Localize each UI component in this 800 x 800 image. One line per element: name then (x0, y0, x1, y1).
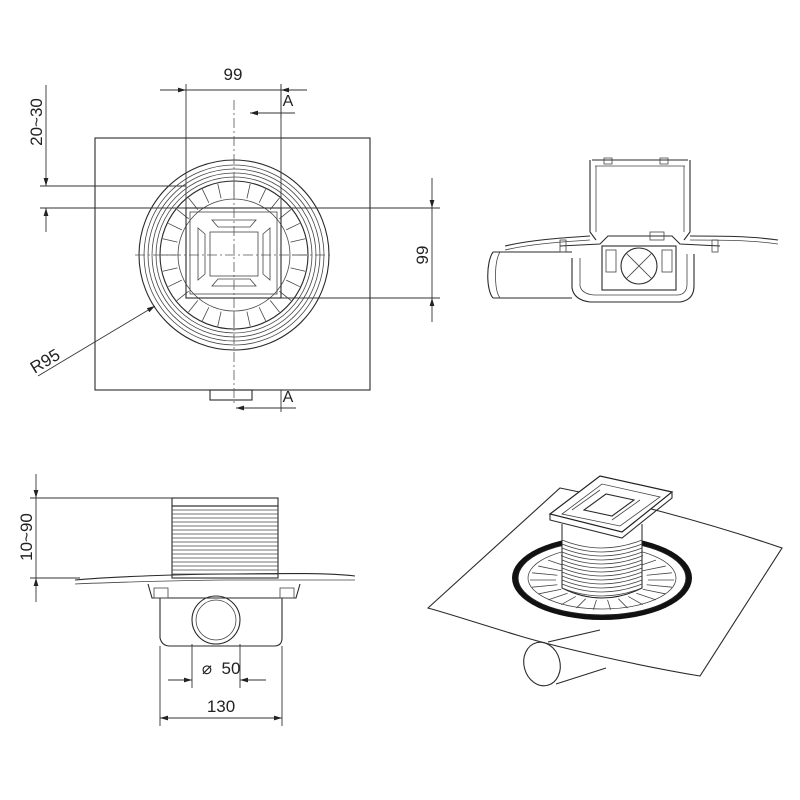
thread (561, 543, 643, 553)
thread (561, 571, 643, 581)
rib (168, 279, 182, 288)
dim-radius-r95: R95 (27, 345, 64, 377)
thread (561, 551, 643, 561)
outlet-pipe (191, 595, 241, 645)
front-view: 10~90 ⌀ 50 130 (17, 474, 356, 726)
rib (286, 279, 300, 288)
rib (642, 565, 666, 572)
rib (547, 592, 568, 601)
isometric-view (426, 475, 783, 687)
outlet-stub (209, 389, 253, 401)
thread (561, 579, 643, 589)
rib (538, 565, 562, 572)
rib (642, 588, 666, 595)
dim-width-130: 130 (207, 697, 235, 716)
rib (286, 222, 300, 231)
rib (607, 599, 612, 610)
thread (561, 555, 643, 565)
rib (627, 596, 644, 606)
thread (561, 587, 643, 597)
top-view: 99 A 20~30 99 R95 A (27, 65, 440, 412)
section-view (487, 157, 779, 303)
thread (561, 547, 643, 557)
rib (188, 300, 199, 313)
rib (618, 598, 628, 609)
section-label-top: A (283, 93, 294, 110)
section-label-bottom: A (283, 389, 294, 406)
dim-height-99: 99 (413, 246, 432, 265)
rib (217, 183, 222, 199)
rib (646, 584, 672, 588)
rib (269, 300, 280, 313)
rib (258, 189, 267, 203)
body-threads (561, 539, 643, 597)
dim-pipe-50: 50 (222, 659, 241, 678)
rib (290, 238, 306, 243)
thread (561, 539, 643, 549)
rib (162, 238, 178, 243)
trap-ball (620, 247, 658, 285)
dim-adjust-20-30: 20~30 (27, 98, 46, 146)
thread-lines (172, 509, 278, 575)
grate-top (548, 475, 674, 533)
rib (560, 596, 577, 606)
thread (561, 583, 643, 593)
thread (561, 559, 643, 569)
diameter-symbol: ⌀ (202, 659, 212, 678)
rib (538, 588, 562, 595)
rib (532, 584, 558, 588)
thread (561, 575, 643, 585)
rib (246, 311, 251, 327)
rib (258, 307, 267, 321)
rib (201, 307, 210, 321)
rib (176, 209, 189, 220)
rib (532, 572, 558, 576)
dim-height-10-90: 10~90 (17, 513, 36, 561)
rib (592, 599, 597, 610)
rib (201, 189, 210, 203)
rib (168, 222, 182, 231)
rib (246, 183, 251, 199)
dim-width-99: 99 (224, 65, 243, 84)
rib (162, 267, 178, 272)
rib (217, 311, 222, 327)
grate-outer (185, 207, 282, 299)
rib (176, 290, 189, 301)
thread (561, 563, 643, 573)
rib (636, 592, 657, 601)
rib (290, 267, 306, 272)
rib (576, 598, 586, 609)
rib (646, 572, 672, 576)
thread (561, 567, 643, 577)
